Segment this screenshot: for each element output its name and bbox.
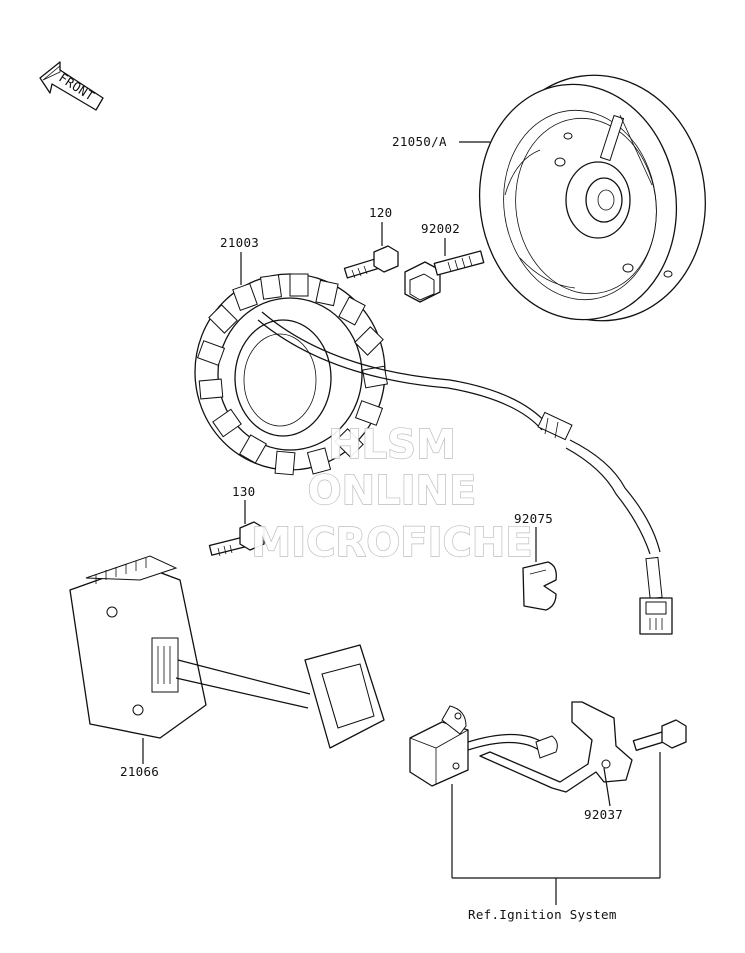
regulator-bolt[interactable] (208, 521, 265, 557)
front-arrow-icon: FRONT (39, 61, 104, 111)
stator-bolt[interactable] (343, 245, 399, 279)
part-number-21050a[interactable]: 21050/A (392, 134, 447, 149)
part-number-92002[interactable]: 92002 (421, 221, 460, 236)
stator-wire-harness (257, 311, 673, 635)
regulator-cable (175, 644, 385, 749)
part-number-120[interactable]: 120 (369, 205, 392, 220)
flywheel-rotor[interactable] (465, 61, 722, 334)
part-number-92075[interactable]: 92075 (514, 511, 553, 526)
part-number-21066[interactable]: 21066 (120, 764, 159, 779)
pickup-bolt (632, 719, 687, 751)
reference-ignition-system[interactable]: Ref.Ignition System (468, 907, 617, 922)
reference-bracket-lines (451, 752, 661, 905)
wire-clamp[interactable] (522, 561, 557, 611)
pickup-bracket[interactable] (479, 701, 633, 793)
watermark-line-1: HLSM (328, 422, 456, 468)
part-number-21003[interactable]: 21003 (220, 235, 259, 250)
part-number-92037[interactable]: 92037 (584, 807, 623, 822)
regulator-rectifier[interactable] (69, 555, 207, 739)
watermark-line-2: ONLINE (308, 468, 477, 514)
watermark: HLSM ONLINE MICROFICHE (251, 421, 534, 566)
stator-coil[interactable] (194, 273, 388, 476)
watermark-line-3: MICROFICHE (251, 520, 532, 566)
part-number-130[interactable]: 130 (232, 484, 255, 499)
pickup-coil (409, 705, 558, 787)
flywheel-bolt[interactable] (404, 250, 485, 303)
